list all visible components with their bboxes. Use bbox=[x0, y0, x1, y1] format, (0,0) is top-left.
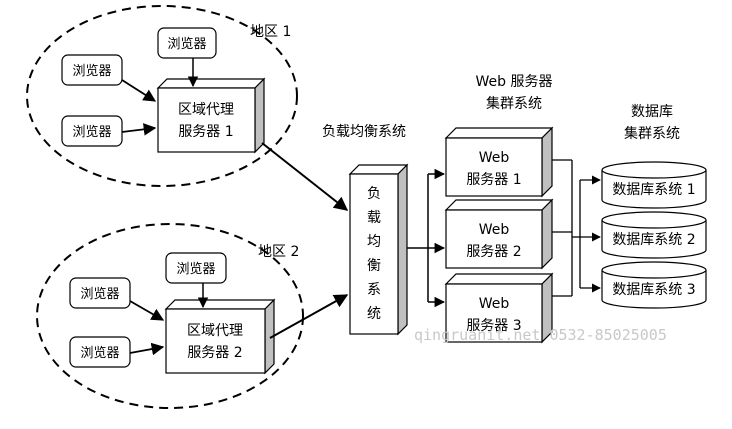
load-balancer-char: 载 bbox=[367, 210, 381, 226]
watermark-text: qingruanit.net 0532-85025005 bbox=[414, 326, 667, 344]
regional-proxy-server-box: 区域代理 服务器 1 bbox=[156, 77, 266, 154]
browser-label: 浏览器 bbox=[80, 286, 119, 302]
web-server-label-line2: 服务器 1 bbox=[466, 172, 521, 188]
web-server-label-line1: Web bbox=[479, 296, 510, 312]
load-balancer-box: 负 载 均 衡 系 统 bbox=[348, 163, 409, 336]
database-cylinder: 数据库系统 3 bbox=[601, 261, 707, 309]
region-1: 地区 1 浏览器 浏览器 浏览器 区域代理 服务器 1 bbox=[26, 5, 298, 187]
db-cluster-title-line1: 数据库 bbox=[631, 104, 673, 120]
web-to-database-connectors bbox=[552, 159, 601, 297]
browser-label: 浏览器 bbox=[72, 63, 111, 79]
load-balancer-fanout bbox=[407, 168, 446, 308]
db-cluster-title-line2: 集群系统 bbox=[624, 125, 680, 142]
web-cluster-title-line2: 集群系统 bbox=[486, 95, 542, 112]
load-balancer-char: 统 bbox=[367, 306, 381, 322]
web-server-label-line1: Web bbox=[479, 150, 510, 166]
browser-box: 浏览器 bbox=[165, 252, 227, 284]
regional-proxy-server-box: 区域代理 服务器 2 bbox=[164, 298, 276, 375]
proxy-to-load-balancer-arrow bbox=[261, 142, 349, 211]
web-cluster-title-line1: Web 服务器 bbox=[476, 74, 553, 90]
region-1-label: 地区 1 bbox=[250, 24, 291, 40]
load-balancer-char: 系 bbox=[367, 282, 381, 298]
load-balancer-char: 均 bbox=[367, 234, 381, 250]
database-label: 数据库系统 1 bbox=[612, 182, 695, 198]
web-server-label-line2: 服务器 2 bbox=[466, 244, 521, 260]
browser-label: 浏览器 bbox=[72, 124, 111, 140]
browser-label: 浏览器 bbox=[176, 261, 215, 277]
browser-box: 浏览器 bbox=[61, 54, 123, 86]
browser-to-proxy-arrow bbox=[129, 300, 165, 321]
web-server-box: Web 服务器 3 bbox=[444, 272, 554, 344]
region-1-boundary bbox=[26, 5, 298, 187]
browser-box: 浏览器 bbox=[157, 27, 217, 59]
web-server-label-line2: 服务器 3 bbox=[466, 318, 521, 334]
database-cylinder: 数据库系统 2 bbox=[601, 211, 707, 259]
proxy-label-line1: 区域代理 bbox=[187, 323, 243, 339]
region-2-boundary bbox=[36, 223, 304, 409]
proxy-label-line1: 区域代理 bbox=[178, 102, 234, 118]
proxy-label-line2: 服务器 2 bbox=[187, 345, 242, 361]
proxy-label-line2: 服务器 1 bbox=[178, 124, 233, 140]
database-label: 数据库系统 3 bbox=[612, 282, 695, 298]
browser-to-proxy-arrow bbox=[121, 79, 157, 102]
browser-box: 浏览器 bbox=[69, 336, 131, 368]
load-balancer-char: 负 bbox=[367, 186, 381, 202]
region-2: 地区 2 浏览器 浏览器 浏览器 区域代理 服务器 2 bbox=[36, 223, 304, 409]
database-label: 数据库系统 2 bbox=[612, 232, 695, 248]
browser-label: 浏览器 bbox=[167, 36, 206, 52]
browser-to-proxy-arrow bbox=[129, 342, 165, 356]
web-server-box: Web 服务器 1 bbox=[444, 126, 554, 198]
load-balancer-char: 衡 bbox=[367, 258, 381, 274]
browser-box: 浏览器 bbox=[61, 115, 123, 147]
browser-to-proxy-arrow bbox=[121, 123, 157, 136]
browser-label: 浏览器 bbox=[80, 345, 119, 361]
region-2-label: 地区 2 bbox=[258, 244, 299, 260]
browser-box: 浏览器 bbox=[69, 277, 131, 309]
web-server-box: Web 服务器 2 bbox=[444, 198, 554, 270]
proxy-to-load-balancer-arrow bbox=[269, 294, 349, 339]
load-balancer-caption: 负载均衡系统 bbox=[322, 124, 406, 140]
web-server-label-line1: Web bbox=[479, 222, 510, 238]
database-cylinder: 数据库系统 1 bbox=[601, 161, 707, 209]
